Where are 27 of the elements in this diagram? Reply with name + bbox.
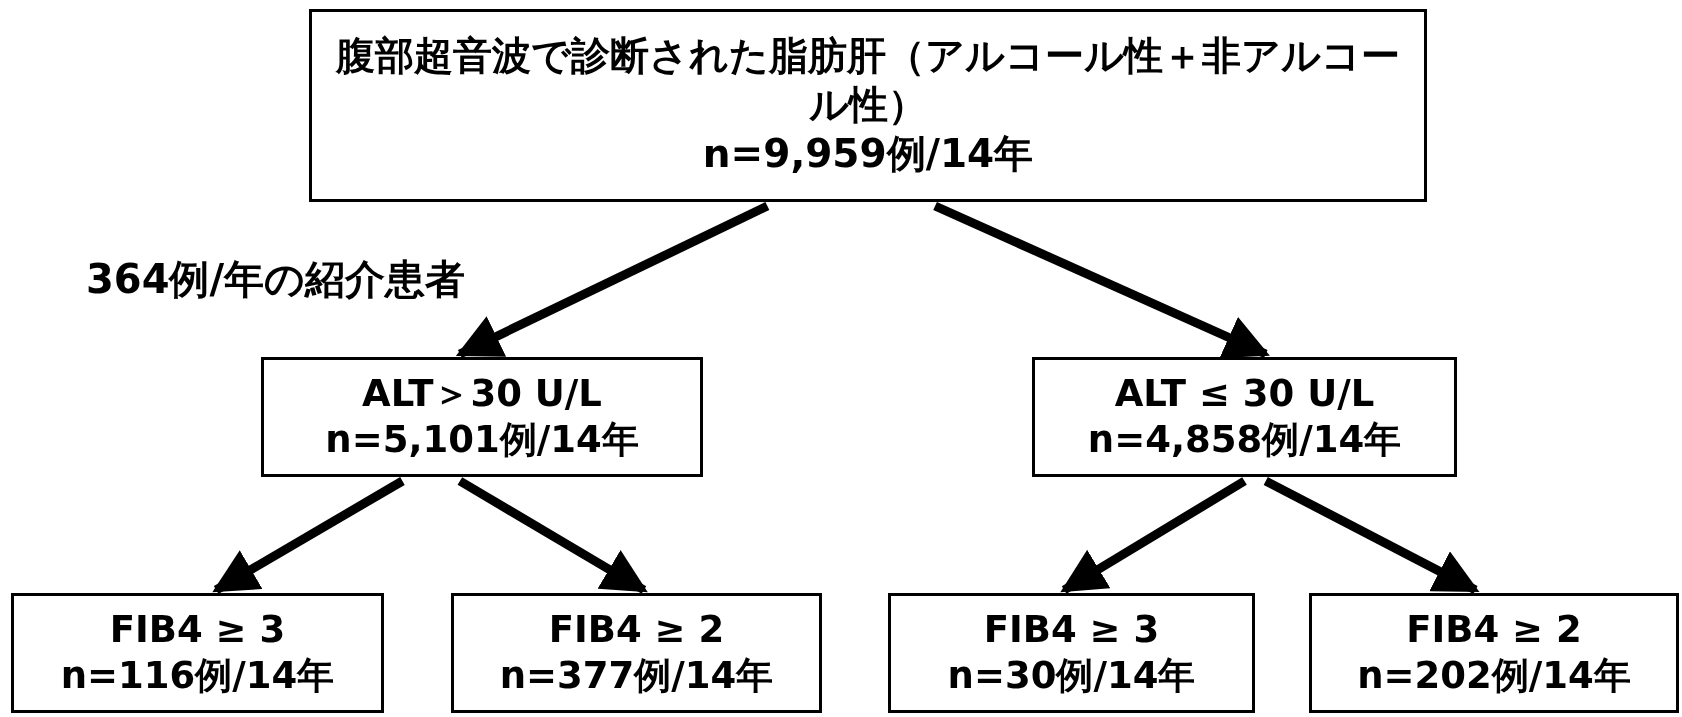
box-text: ALT＞30 U/L bbox=[361, 370, 603, 417]
box-text: n=5,101例/14年 bbox=[324, 417, 640, 463]
arrow bbox=[933, 201, 1270, 359]
box-text: n=116例/14年 bbox=[59, 653, 336, 699]
arrow bbox=[1060, 477, 1247, 594]
process-box bbox=[888, 593, 1255, 713]
process-box bbox=[451, 593, 822, 713]
box-text: n=4,858例/14年 bbox=[1086, 417, 1403, 463]
box-text: FIB4 ≥ 3 bbox=[982, 606, 1161, 653]
process-box bbox=[261, 357, 703, 477]
arrow bbox=[455, 201, 770, 359]
box-text: ALT ≤ 30 U/L bbox=[1113, 370, 1376, 417]
box-text: FIB4 ≥ 3 bbox=[108, 606, 287, 653]
box-text: n=9,959例/14年 bbox=[701, 129, 1035, 178]
box-text: n=202例/14年 bbox=[1356, 653, 1632, 699]
box-text: FIB4 ≥ 2 bbox=[547, 606, 726, 653]
box-text: n=377例/14年 bbox=[498, 653, 775, 699]
arrow bbox=[1263, 477, 1480, 594]
box-text: n=30例/14年 bbox=[946, 653, 1197, 699]
process-box bbox=[1309, 593, 1679, 713]
annotation-text: 364例/年の紹介患者 bbox=[86, 255, 466, 304]
process-box bbox=[1032, 357, 1457, 477]
process-box bbox=[11, 593, 384, 713]
process-box bbox=[309, 9, 1427, 202]
box-text: FIB4 ≥ 2 bbox=[1405, 606, 1583, 653]
arrow bbox=[212, 477, 405, 594]
arrow bbox=[457, 477, 648, 594]
